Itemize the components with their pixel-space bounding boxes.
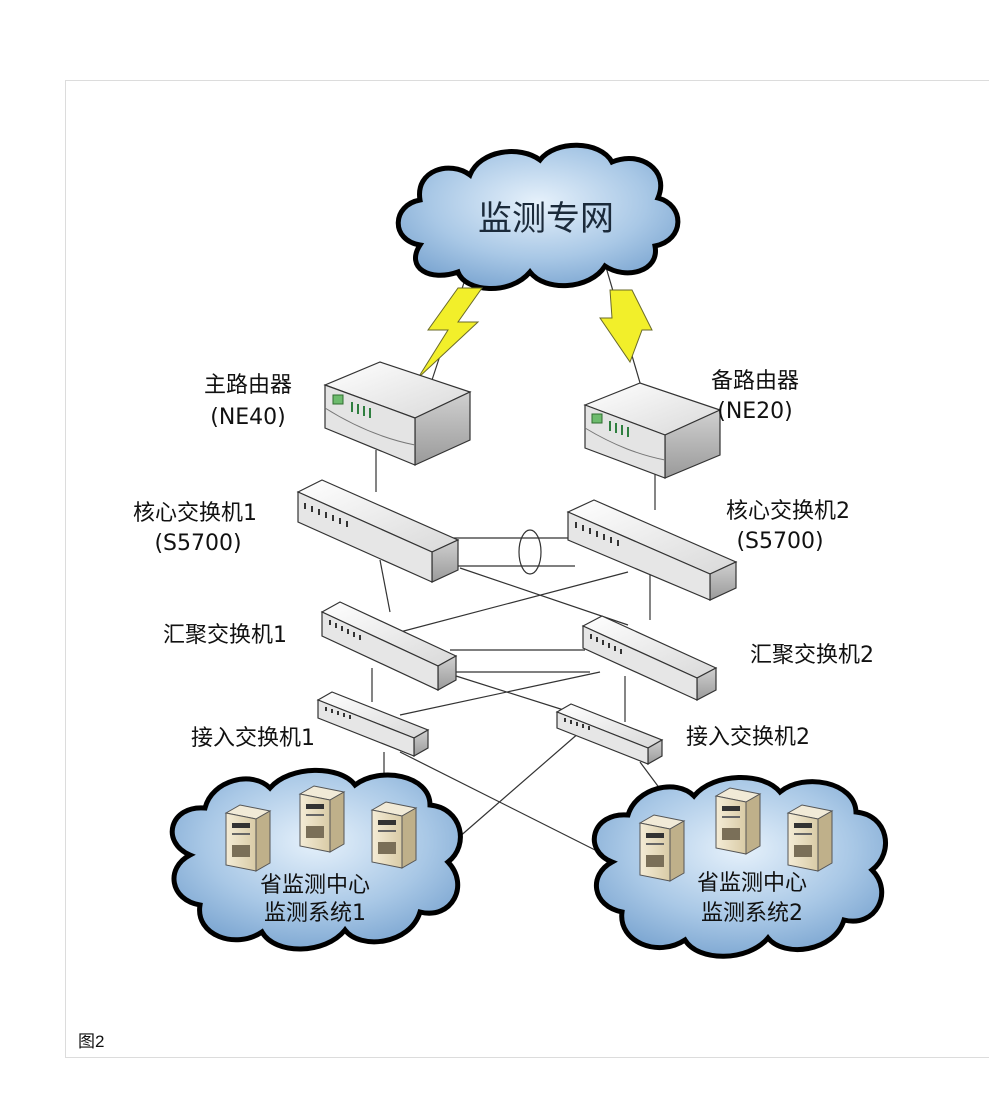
core-switch-2-icon (566, 499, 738, 601)
aggregation-switch-2-icon (581, 615, 718, 701)
link-aggregation-ring (518, 529, 542, 575)
network-cloud-label: 监测专网 (478, 199, 614, 239)
access-switch-1-name: 接入交换机1 (191, 726, 315, 751)
server-icon (639, 814, 685, 882)
link-agg2-access1 (399, 671, 601, 716)
system-1-line1: 省监测中心 (260, 873, 370, 898)
core-switch-2-model: (S5700) (736, 529, 823, 554)
core-switch-2-name: 核心交换机2 (726, 499, 850, 524)
system-1-line2: 监测系统1 (264, 901, 366, 926)
monitoring-network-cloud: 监测专网 (395, 142, 681, 291)
lightning-bolt-right-icon (599, 289, 653, 364)
server-icon (225, 804, 271, 872)
server-icon (787, 804, 833, 872)
main-router-icon (323, 361, 472, 466)
aggregation-switch-2-name: 汇聚交换机2 (750, 643, 874, 668)
access-switch-2-icon (555, 703, 664, 766)
core-switch-1-icon (296, 479, 460, 583)
link-core1-agg2 (459, 567, 629, 626)
link-core2-agg1 (399, 571, 629, 633)
system-2-line2: 监测系统2 (701, 901, 803, 926)
server-icon (371, 801, 417, 869)
link-access1-sys2 (399, 751, 606, 856)
aggregation-switch-1-name: 汇聚交换机1 (163, 623, 287, 648)
link-core1-agg1 (379, 559, 391, 613)
figure-caption: 图2 (78, 1032, 105, 1051)
system-2-line1: 省监测中心 (697, 871, 807, 896)
server-icon (299, 785, 345, 853)
aggregation-switch-1-icon (320, 601, 458, 692)
core-switch-1-name: 核心交换机1 (133, 501, 257, 526)
link-access2-sys1 (449, 731, 581, 846)
backup-router-name: 备路由器 (711, 369, 799, 394)
main-router-name: 主路由器 (204, 373, 292, 398)
backup-router-icon (583, 382, 722, 479)
core-switch-1-model: (S5700) (154, 531, 241, 556)
server-icon (715, 787, 761, 855)
main-router-model: (NE40) (210, 405, 286, 430)
access-switch-1-icon (316, 691, 430, 758)
lightning-bolt-left-icon (417, 287, 483, 379)
backup-router-model: (NE20) (717, 399, 793, 424)
access-switch-2-name: 接入交换机2 (686, 725, 810, 750)
link-agg1-access2 (455, 675, 571, 713)
